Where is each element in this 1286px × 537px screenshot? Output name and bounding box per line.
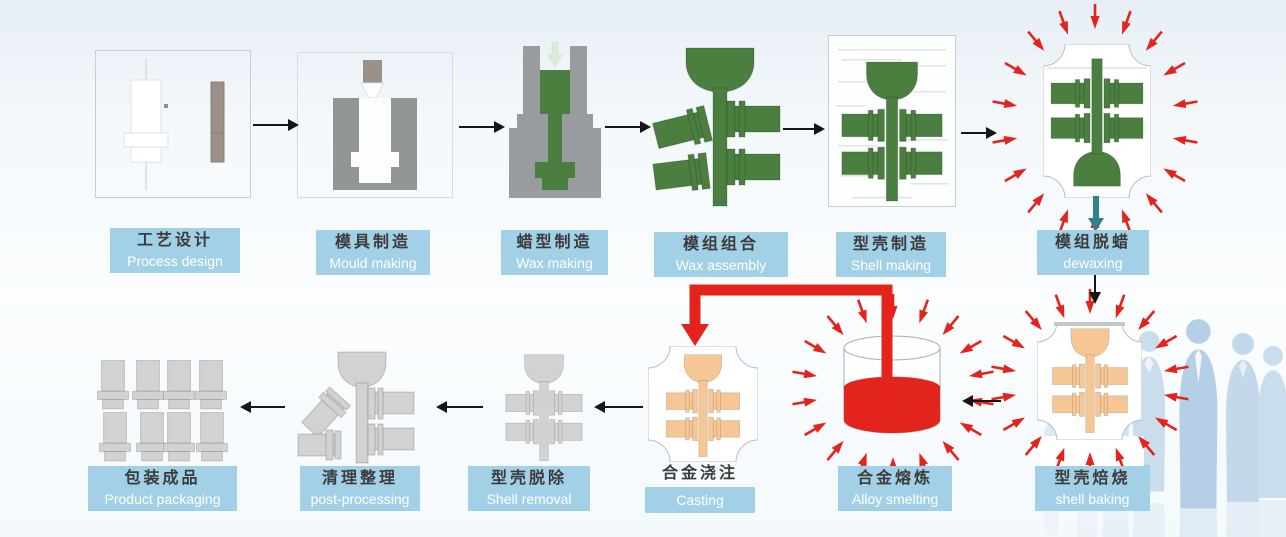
label-casting: 合金浇注 Casting	[645, 462, 755, 513]
flow-arrow-left-3	[436, 401, 483, 413]
shell-baking-illustration	[1037, 322, 1142, 440]
label-en: Shell making	[850, 256, 932, 273]
label-wax-assembly: 模组组合 Wax assembly	[654, 232, 788, 277]
flow-arrow-right-4	[783, 123, 825, 135]
flow-arrow-right-3	[605, 121, 651, 133]
label-en: Wax making	[516, 254, 593, 271]
wax-making-illustration	[509, 42, 601, 198]
process-design-illustration	[95, 50, 251, 198]
label-mould-making: 模具制造 Mould making	[316, 230, 430, 275]
label-zh: 工艺设计	[136, 232, 213, 249]
label-zh: 蜡型制造	[516, 234, 593, 251]
label-en: Mould making	[329, 254, 417, 271]
label-process-design: 工艺设计 Process design	[110, 228, 240, 273]
product-packaging-illustration	[97, 360, 228, 462]
pour-conduit-arrow	[681, 284, 893, 400]
label-en: Process design	[127, 252, 223, 269]
label-en: Wax assembly	[675, 256, 767, 273]
label-en: shell baking	[1055, 490, 1130, 507]
label-post-processing: 清理整理 post-processing	[300, 466, 420, 511]
label-shell-baking: 型壳焙烧 shell baking	[1035, 466, 1150, 511]
label-zh: 包装成品	[124, 470, 201, 487]
mould-making-illustration	[297, 52, 453, 198]
dewaxing-illustration	[1043, 44, 1151, 198]
label-product-packaging: 包装成品 Product packaging	[88, 466, 237, 511]
label-en: Casting	[645, 486, 755, 513]
shell-baking-heat-arrows	[991, 289, 1189, 477]
label-alloy-smelting: 合金熔炼 Alloy smelting	[838, 466, 952, 511]
label-en: post-processing	[310, 490, 410, 507]
label-zh: 模组组合	[682, 236, 759, 253]
label-en: Product packaging	[104, 490, 221, 507]
label-zh: 型壳制造	[852, 236, 929, 253]
casting-illustration	[648, 346, 758, 462]
label-zh: 型壳脱除	[490, 470, 567, 487]
label-dewaxing: 模组脱蜡 dewaxing	[1037, 230, 1149, 275]
label-en: Alloy smelting	[851, 490, 939, 507]
label-shell-removal: 型壳脱除 Shell removal	[468, 466, 590, 511]
flow-arrow-right-1	[253, 119, 299, 131]
label-en: dewaxing	[1063, 254, 1123, 271]
post-processing-illustration	[297, 351, 415, 464]
flow-arrow-right-2	[459, 121, 505, 133]
label-zh: 型壳焙烧	[1054, 470, 1131, 487]
dewax-drain-arrow	[1088, 196, 1104, 231]
shell-making-illustration	[828, 35, 956, 207]
label-zh: 模组脱蜡	[1054, 234, 1131, 251]
flow-arrow-right-5	[961, 127, 997, 139]
label-zh: 合金浇注	[661, 465, 738, 482]
label-zh: 模具制造	[334, 234, 411, 251]
label-wax-making: 蜡型制造 Wax making	[501, 230, 608, 275]
flow-arrow-left-1	[962, 395, 1001, 407]
dewaxing-heat-arrows	[992, 4, 1198, 240]
label-en: Shell removal	[486, 490, 572, 507]
label-zh: 清理整理	[321, 470, 398, 487]
shell-removal-illustration	[505, 354, 583, 462]
flow-arrow-left-2	[594, 401, 643, 413]
flow-arrow-left-4	[240, 401, 285, 413]
wax-assembly-illustration	[651, 47, 781, 207]
label-shell-making: 型壳制造 Shell making	[836, 232, 946, 277]
label-zh: 合金熔炼	[856, 470, 933, 487]
